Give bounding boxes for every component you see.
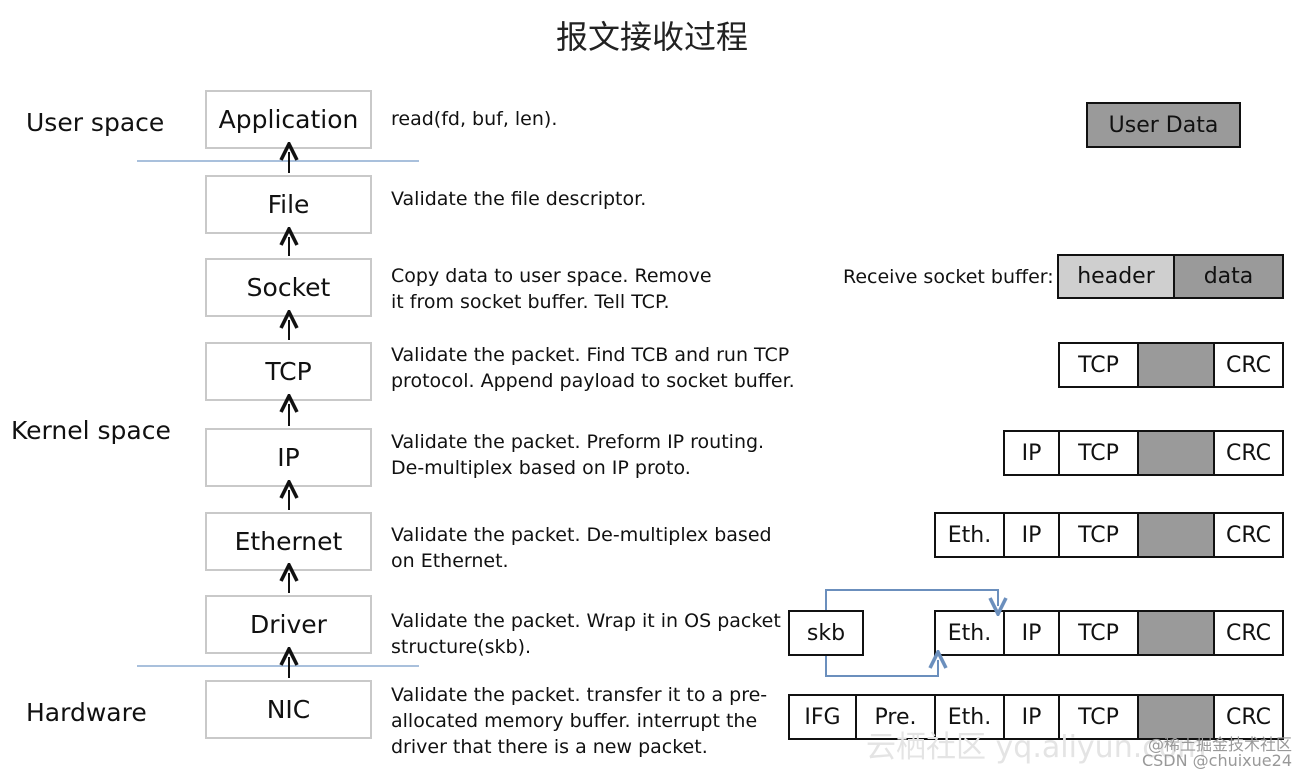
desc-ip-line-2: De-multiplex based on IP proto. [391, 457, 691, 479]
desc-nic: Validate the packet. transfer it to a pr… [391, 682, 791, 760]
ip-row-crc: CRC [1213, 430, 1284, 476]
skb-pointer-bottom [825, 656, 938, 677]
desc-driver: Validate the packet. Wrap it in OS packe… [391, 608, 791, 660]
desc-driver-line-1: Validate the packet. Wrap it in OS packe… [391, 610, 781, 632]
watermark-csdn: CSDN @chuixue24 [1141, 751, 1292, 770]
tcp-row-payload [1137, 342, 1215, 388]
desc-socket-line-2: it from socket buffer. Tell TCP. [391, 291, 670, 313]
nic-row-ip: IP [1003, 694, 1060, 740]
desc-application-line-1: read(fd, buf, len). [391, 108, 558, 130]
desc-application: read(fd, buf, len). [391, 106, 791, 132]
desc-tcp-line-1: Validate the packet. Find TCB and run TC… [391, 344, 790, 366]
desc-file-line-1: Validate the file descriptor. [391, 188, 647, 210]
user-kernel-boundary [137, 160, 419, 162]
desc-nic-line-3: driver that there is a new packet. [391, 736, 708, 758]
watermark-juejin: @稀土掘金技术社区 [1147, 735, 1292, 754]
desc-file: Validate the file descriptor. [391, 186, 791, 212]
driver-row-crc: CRC [1213, 610, 1284, 656]
eth-row-payload [1137, 512, 1215, 558]
desc-ethernet-line-2: on Ethernet. [391, 550, 509, 572]
eth-row-tcp: TCP [1058, 512, 1139, 558]
hardware-label: Hardware [26, 698, 147, 727]
skb-pointer-top [825, 589, 998, 610]
kernel-hardware-boundary [137, 665, 419, 667]
layer-nic: NIC [205, 680, 372, 739]
eth-row-eth: Eth. [934, 512, 1005, 558]
diagram-title: 报文接收过程 [555, 18, 748, 56]
user-data-block: User Data [1086, 102, 1241, 148]
driver-row-skb: skb [788, 610, 864, 656]
kernel-space-label: Kernel space [11, 416, 171, 445]
user-space-label: User space [26, 108, 165, 137]
layer-file: File [205, 175, 372, 234]
desc-tcp: Validate the packet. Find TCB and run TC… [391, 342, 795, 394]
nic-row-crc: CRC [1213, 694, 1284, 740]
eth-row-ip: IP [1003, 512, 1060, 558]
nic-row-eth: Eth. [934, 694, 1005, 740]
tcp-row-tcp: TCP [1058, 342, 1139, 388]
desc-socket-line-1: Copy data to user space. Remove [391, 265, 712, 287]
layer-ethernet: Ethernet [205, 512, 372, 571]
layer-driver: Driver [205, 595, 372, 654]
desc-ethernet: Validate the packet. De-multiplex based … [391, 522, 791, 574]
layer-socket: Socket [205, 258, 372, 317]
ip-row-ip: IP [1003, 430, 1060, 476]
nic-row-tcp: TCP [1058, 694, 1139, 740]
layer-tcp: TCP [205, 342, 372, 401]
desc-nic-line-1: Validate the packet. transfer it to a pr… [391, 684, 768, 706]
desc-driver-line-2: structure(skb). [391, 636, 532, 658]
driver-row-tcp: TCP [1058, 610, 1139, 656]
nic-row-pre: Pre. [855, 694, 936, 740]
desc-socket: Copy data to user space. Remove it from … [391, 263, 791, 315]
desc-nic-line-2: allocated memory buffer. interrupt the [391, 710, 758, 732]
desc-ethernet-line-1: Validate the packet. De-multiplex based [391, 524, 772, 546]
socket-buffer-header: header [1057, 254, 1175, 299]
desc-tcp-line-2: protocol. Append payload to socket buffe… [391, 370, 795, 392]
desc-ip: Validate the packet. Preform IP routing.… [391, 429, 791, 481]
eth-row-crc: CRC [1213, 512, 1284, 558]
driver-row-payload [1137, 610, 1215, 656]
desc-ip-line-1: Validate the packet. Preform IP routing. [391, 431, 765, 453]
socket-buffer-data: data [1173, 254, 1284, 299]
tcp-row-crc: CRC [1213, 342, 1284, 388]
receive-socket-buffer-label: Receive socket buffer: [843, 266, 1054, 288]
watermark-site: 云栖社区 yq.aliyun.com [866, 730, 1207, 765]
nic-row-ifg: IFG [788, 694, 857, 740]
